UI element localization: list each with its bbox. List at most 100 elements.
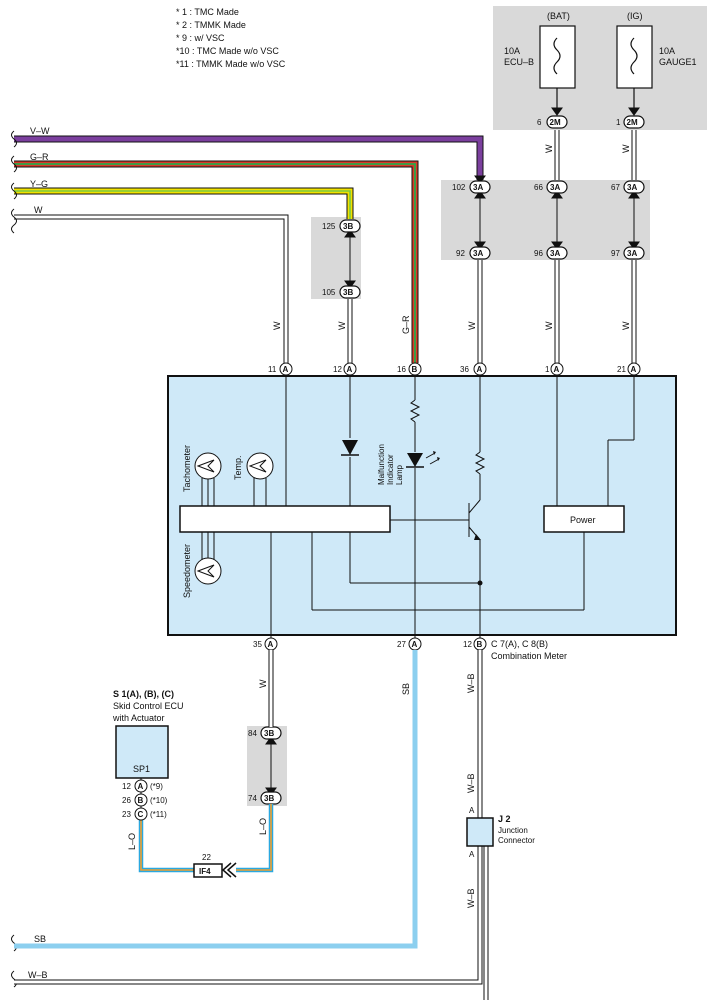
fuse-ecu-b-rating: 10A [504, 46, 520, 56]
pin-84: 84 [248, 729, 257, 738]
pin-1-ig: 1 [616, 118, 621, 127]
j2-id: J 2 [498, 814, 511, 824]
speedometer-label: Speedometer [182, 544, 192, 598]
meter-conn-b-12: B [477, 640, 483, 649]
conn-3a-67: 3A [627, 183, 637, 192]
left-label-v-w: V–W [30, 126, 50, 136]
pin-m35: 35 [253, 640, 262, 649]
meter-conn-a-36: A [477, 365, 483, 374]
meter-conn-a-12: A [347, 365, 353, 374]
wire-label-l-o-1: L–O [127, 833, 137, 850]
conn-3a-102: 3A [473, 183, 483, 192]
diode-icon [342, 440, 358, 455]
wire-label-w-21: W [621, 321, 631, 330]
fuse-block [493, 6, 707, 130]
left-label-g-r: G–R [30, 152, 49, 162]
wire-sb [14, 650, 418, 949]
conn-2m-ig: 2M [627, 118, 638, 127]
j2-pin-a-bottom: A [469, 850, 475, 859]
skid-conn-b: B [138, 796, 144, 805]
pin-102: 102 [452, 183, 466, 192]
skid-ecu-line2: Skid Control ECU [113, 701, 184, 711]
mil-label-2: Indicator [386, 454, 395, 485]
conn-3b-74: 3B [264, 794, 274, 803]
wire-label-w-11: W [272, 321, 282, 330]
fuse-gauge1-name: GAUGE1 [659, 57, 697, 67]
pin-m11: 11 [268, 365, 277, 374]
pin-m21: 21 [617, 365, 626, 374]
wire-label-w-bat: W [544, 144, 554, 153]
conn-3b-105: 3B [343, 288, 353, 297]
wire-label-w-b-3: W–B [466, 888, 476, 908]
note-9: * 9 : w/ VSC [176, 33, 225, 43]
skid-ecu-pins: A B C [134, 779, 148, 821]
left-label-y-g: Y–G [30, 179, 48, 189]
pin-s26: 26 [122, 796, 131, 805]
meter-top-pins: A A B A A A [279, 362, 641, 376]
skid-ecu-sp1: SP1 [133, 764, 150, 774]
meter-conn-a-11: A [283, 365, 289, 374]
fuse-gauge1-rating: 10A [659, 46, 675, 56]
wire-label-l-o-2: L–O [258, 818, 268, 835]
wire-label-w-b-2: W–B [466, 773, 476, 793]
conn-3a-92: 3A [473, 249, 483, 258]
note-11: *11 : TMMK Made w/o VSC [176, 59, 286, 69]
pin-m12b: 12 [463, 640, 472, 649]
pin-6: 6 [537, 118, 542, 127]
fuse-ecu-b-symbol [553, 37, 561, 75]
pin-92: 92 [456, 249, 465, 258]
j2-line3: Connector [498, 836, 535, 845]
bat-label: (BAT) [547, 11, 570, 21]
wire-label-g-r-16: G–R [401, 315, 411, 334]
left-label-w: W [34, 205, 43, 215]
meter-conn-a-21: A [631, 365, 637, 374]
conn-3a-96: 3A [550, 249, 560, 258]
mil-label-3: Lamp [395, 464, 404, 485]
fuse-ecu-b-name: ECU–B [504, 57, 534, 67]
pin-74: 74 [248, 794, 257, 803]
skid-note-11: (*11) [150, 810, 167, 819]
note-1: * 1 : TMC Made [176, 7, 239, 17]
temp-label: Temp. [233, 455, 243, 480]
meter-conn-a-27: A [412, 640, 418, 649]
conn-3a-66: 3A [550, 183, 560, 192]
connector-pills: 2M 2M 3A 3A 3A 3A 3A 3A 3B 3B 3B 3B [260, 115, 645, 805]
meter-conn-a-35: A [268, 640, 274, 649]
pin-m27: 27 [397, 640, 406, 649]
if4-label: IF4 [199, 867, 211, 876]
conn-3b-84: 3B [264, 729, 274, 738]
left-label-w-b: W–B [28, 970, 48, 980]
note-10: *10 : TMC Made w/o VSC [176, 46, 279, 56]
pin-m16: 16 [397, 365, 406, 374]
left-label-sb: SB [34, 934, 46, 944]
wire-y-g [14, 190, 351, 219]
conn-3a-97: 3A [627, 249, 637, 258]
wire-label-sb: SB [401, 683, 411, 695]
meter-conn-a-1: A [554, 365, 560, 374]
pin-m12: 12 [333, 365, 342, 374]
note-2: * 2 : TMMK Made [176, 20, 246, 30]
pin-22: 22 [202, 853, 211, 862]
gauge-driver-bar [179, 505, 391, 533]
pin-67: 67 [611, 183, 620, 192]
wire-break-marks [11, 130, 17, 988]
meter-conn-b-16: B [412, 365, 418, 374]
skid-conn-c: C [138, 810, 144, 819]
wire-w-b [14, 650, 482, 984]
pin-105: 105 [322, 288, 336, 297]
j2-pin-a-top: A [469, 806, 475, 815]
mil-led-icon [407, 453, 423, 467]
meter-title: C 7(A), C 8(B) [491, 639, 548, 649]
wire-label-w-1: W [544, 321, 554, 330]
skid-note-9: (*9) [150, 782, 163, 791]
j2-line2: Junction [498, 826, 528, 835]
pin-66: 66 [534, 183, 543, 192]
pin-m36: 36 [460, 365, 469, 374]
wire-label-w-35: W [258, 679, 268, 688]
ig-label: (IG) [627, 11, 643, 21]
notes-legend: * 1 : TMC Made * 2 : TMMK Made * 9 : w/ … [176, 7, 286, 69]
pin-s23: 23 [122, 810, 131, 819]
skid-ecu-line3: with Actuator [112, 713, 165, 723]
wire-l-o-splice [236, 804, 272, 871]
mil-label-1: Malfunction [377, 444, 386, 485]
